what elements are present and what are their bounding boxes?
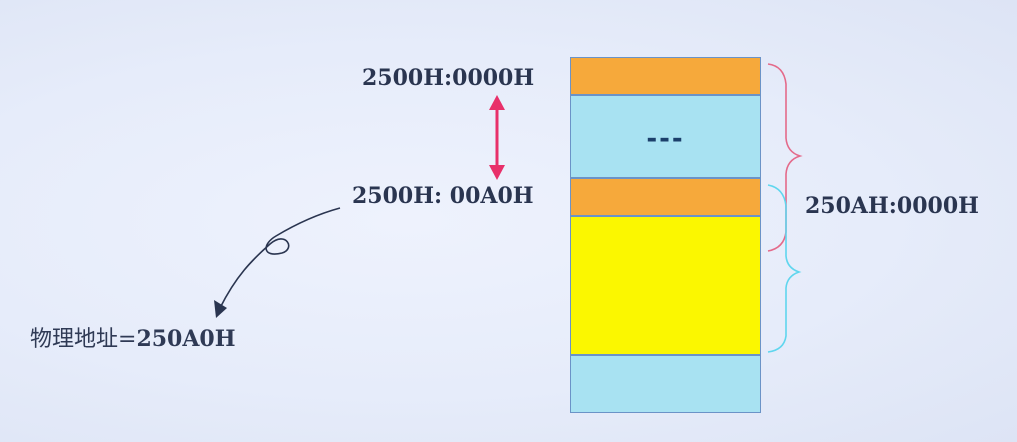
new-segment-address-label: 250AH:0000H [805, 193, 979, 219]
physical-address-label: 物理地址=250A0H [30, 328, 236, 351]
memory-block-yellow [570, 216, 761, 355]
memory-block-orange-target [570, 178, 761, 216]
segment-offset-address-label: 2500H: 00A0H [352, 183, 534, 209]
memory-block-bottom-blue [570, 355, 761, 413]
ellipsis-marker: --- [646, 124, 685, 154]
memory-block-offset-orange-top [570, 57, 761, 95]
memory-block-ellipsis: --- [570, 95, 761, 178]
segment-start-address-label: 2500H:0000H [362, 65, 535, 91]
physical-address-prefix: 物理地址= [30, 327, 137, 352]
offset-double-arrow-icon [489, 95, 505, 180]
cyan-brace-icon [767, 184, 802, 353]
physical-address-value: 250A0H [136, 326, 236, 352]
pink-brace-icon [767, 63, 803, 252]
curved-arrow-icon [214, 207, 341, 318]
